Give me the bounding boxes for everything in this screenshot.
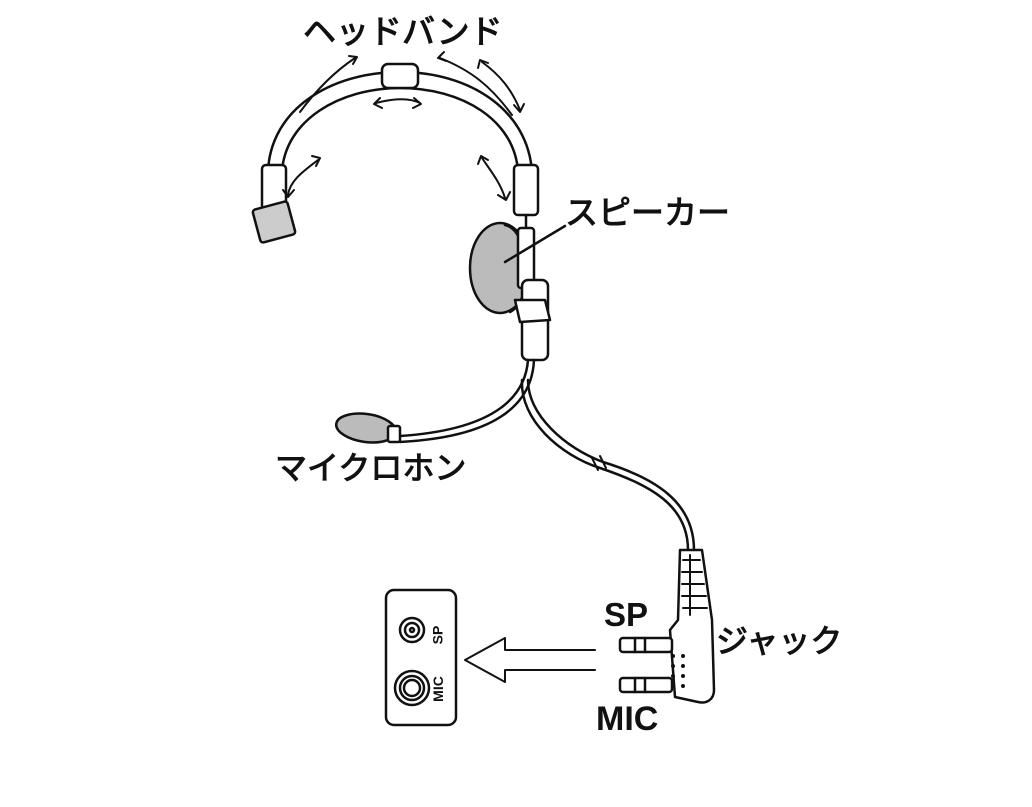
plug-mic-label: MIC [596,700,659,738]
plug-sp-label: SP [604,596,649,633]
adjust-arrows [282,51,525,201]
speaker-label: スピーカー [565,193,730,232]
headband-label: ヘッドバンド [303,12,503,51]
speaker [468,221,567,315]
jack-plug [618,548,716,704]
headband [251,62,540,244]
cable [520,378,696,552]
panel-mic-label: MIC [429,676,446,702]
jack-label: ジャック [716,622,843,660]
panel-sp-label: SP [429,625,446,645]
insert-arrow [464,637,596,683]
mic-boom [334,278,552,444]
radio-jack-panel [384,588,458,727]
microphone-label: マイクロホン [275,449,467,487]
